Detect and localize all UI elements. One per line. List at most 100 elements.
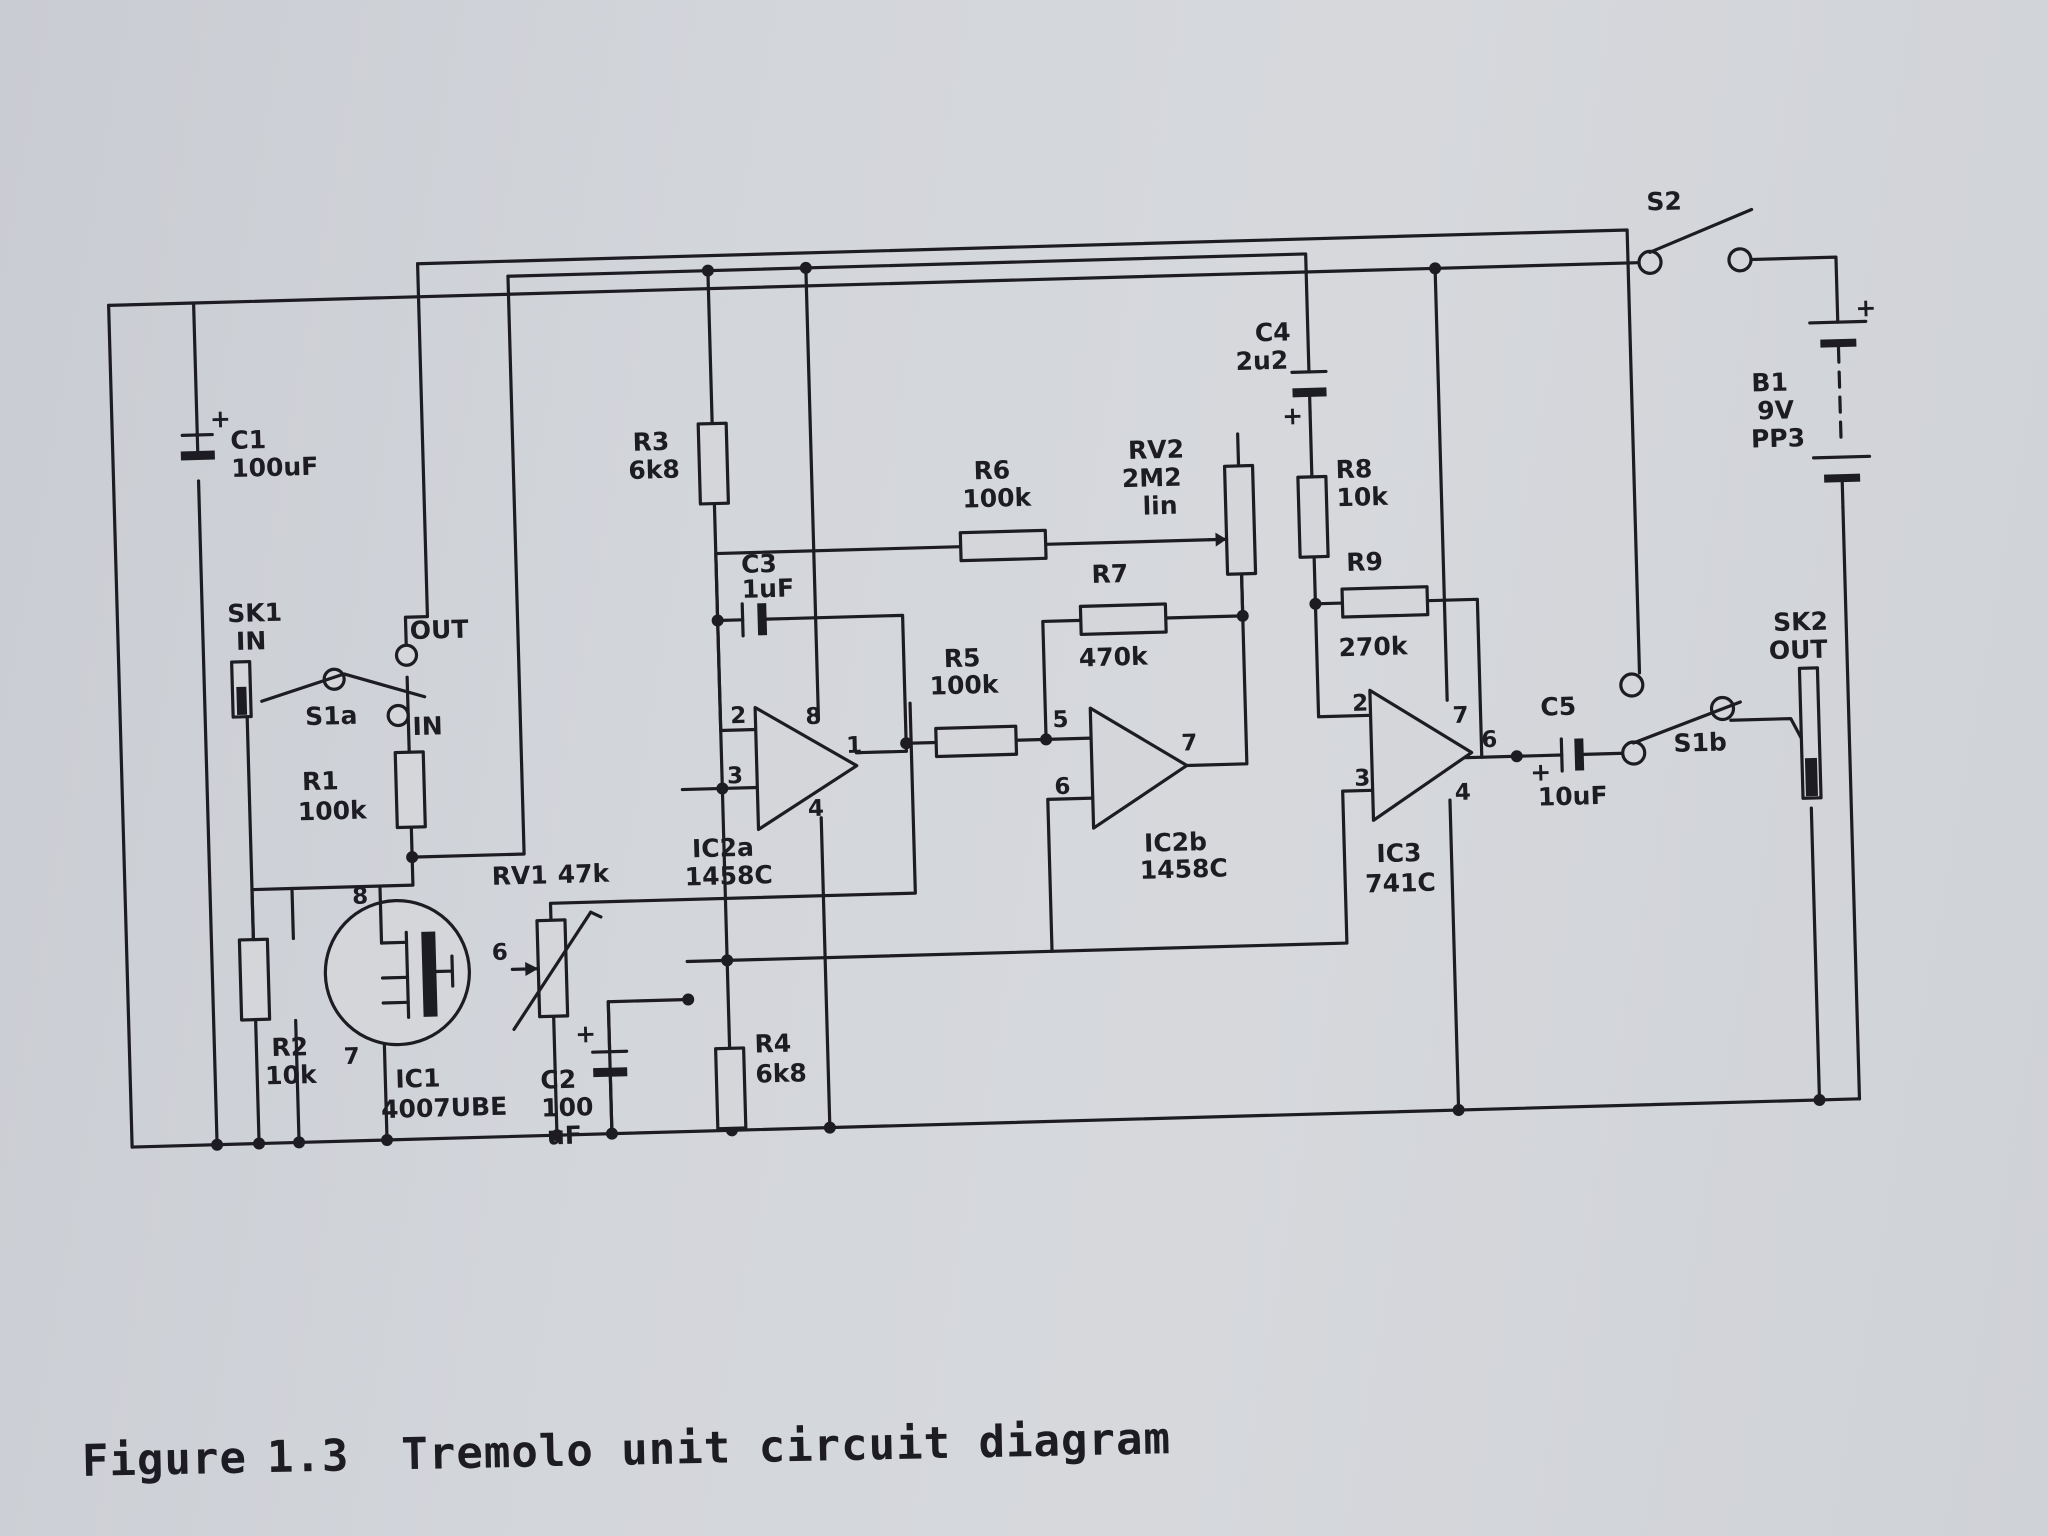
resistor-r2 [237,886,294,1022]
r6-ref: R6 [973,455,1010,485]
opamp-ic3 [1368,688,1474,822]
ic1-mosfet [323,884,471,1047]
svg-text:+: + [209,404,231,434]
c3-feedback-wire [786,613,908,745]
potentiometer-rv2 [1206,463,1258,576]
circuit-wires [107,228,1862,1149]
component-labels: C1 100uF SK1 IN S1a OUT IN R1 100k R2 10… [227,186,1877,1151]
ground-rail-wire [130,1097,1862,1149]
ic1-pin7: 7 [343,1044,360,1070]
variable-resistor-rv1 [510,910,603,1031]
ic3-ref: IC3 [1376,838,1422,868]
c5-value: 10uF [1538,781,1608,812]
resistor-r5 [934,724,1019,759]
s1a-in-contact: IN [412,711,443,741]
c2-value-line1: 100 [541,1092,594,1122]
ic2a-pin2: 2 [730,703,747,729]
ic2a-pin2-wire [716,618,758,733]
ic2a-part: 1458C [684,860,773,891]
ic3-pin4: 4 [1454,780,1471,806]
svg-text:+: + [575,1019,597,1049]
r6-feedback-wire [714,538,1211,623]
ic2b-pin7: 7 [1181,730,1198,756]
c4-r8-wire [1308,410,1373,719]
sk1-label: IN [236,626,267,656]
rv2-law: lin [1142,491,1178,521]
ic2a-pin1: 1 [846,733,863,759]
ic1-pin6: 6 [491,940,508,966]
r2-ref: R2 [271,1032,308,1062]
rv1-wire [548,701,917,1137]
rv2-ref: RV2 [1128,434,1185,465]
r4-value: 6k8 [755,1058,807,1088]
sk2-ref: SK2 [1773,607,1829,638]
rv1-value: 47k [557,859,611,889]
rv2-wire [1236,432,1245,618]
capacitor-c4: + [1282,369,1328,431]
figure-label: Figure [81,1432,248,1487]
r7-value: 470k [1078,641,1149,672]
ic1-pin8-wire [290,855,415,1145]
capacitor-c1: + [180,404,231,461]
signal-rail-3 [506,252,1311,374]
r5-value: 100k [929,670,1000,701]
ground-left-wire [107,303,134,1149]
ic2a-supply-wire [804,266,832,1130]
s1b-ref: S1b [1673,727,1727,757]
switch-s2 [1637,207,1754,275]
c1-ground-wire [196,479,219,1147]
r4-ref: R4 [754,1029,791,1059]
switch-s1a [260,643,427,728]
ic1-pin8: 8 [352,883,369,909]
ic1-part: 4007UBE [381,1092,508,1125]
r1-ref: R1 [302,766,339,796]
socket-sk1 [230,660,253,719]
ic2a-pin8: 8 [805,704,822,730]
ic3-output-wire [1455,753,1544,760]
opamp-ic2a [753,705,864,832]
c3-ref: C3 [741,549,778,579]
s1a-out-contact: OUT [409,614,468,645]
r2-value: 10k [265,1060,319,1090]
junction-dots [211,261,1826,1151]
capacitor-c3 [740,602,790,638]
battery-negative-wire [1841,505,1862,1101]
figure-number: 1.3 [266,1430,350,1484]
resistor-r7 [1078,602,1168,636]
signal-rail-2 [415,228,1642,675]
switch-to-battery-wire [1738,255,1840,324]
r8-ref: R8 [1335,454,1372,484]
ic3-pin3: 3 [1354,765,1371,791]
sk2-label: OUT [1769,635,1828,666]
ic3-pin7: 7 [1452,703,1469,729]
c2-ref: C2 [540,1065,577,1095]
capacitor-c2: + [575,1000,629,1136]
r5-ref: R5 [943,643,980,673]
r5-to-ic2b-wire [1014,736,1093,742]
r7-wire [1041,614,1245,741]
resistor-r9 [1340,585,1430,619]
ic1-ref: IC1 [395,1063,441,1093]
ic3-pin2: 2 [1352,690,1369,716]
ic2b-pin6: 6 [1054,774,1071,800]
resistor-r6 [958,528,1048,563]
battery-b1 [1808,319,1872,509]
c2-value-line2: uF [547,1121,583,1151]
ic3-part: 741C [1365,868,1436,899]
bias-to-ic2b-wire [1046,796,1095,953]
svg-text:+: + [1282,401,1304,431]
c5-ref: C5 [1540,692,1577,722]
s2-ref: S2 [1646,186,1682,216]
ic2b-output-wire [1185,572,1249,768]
ic2b-ref: IC2b [1144,827,1208,858]
ic3-supply-wire [1433,266,1461,1112]
resistor-r1 [393,750,427,830]
out-contact-wire [403,262,430,649]
r9-ref: R9 [1346,547,1383,577]
ic2a-pin3: 3 [727,763,744,789]
r6-value: 100k [962,483,1033,514]
svg-text:+: + [1530,757,1552,787]
socket-sk2 [1797,666,1823,800]
